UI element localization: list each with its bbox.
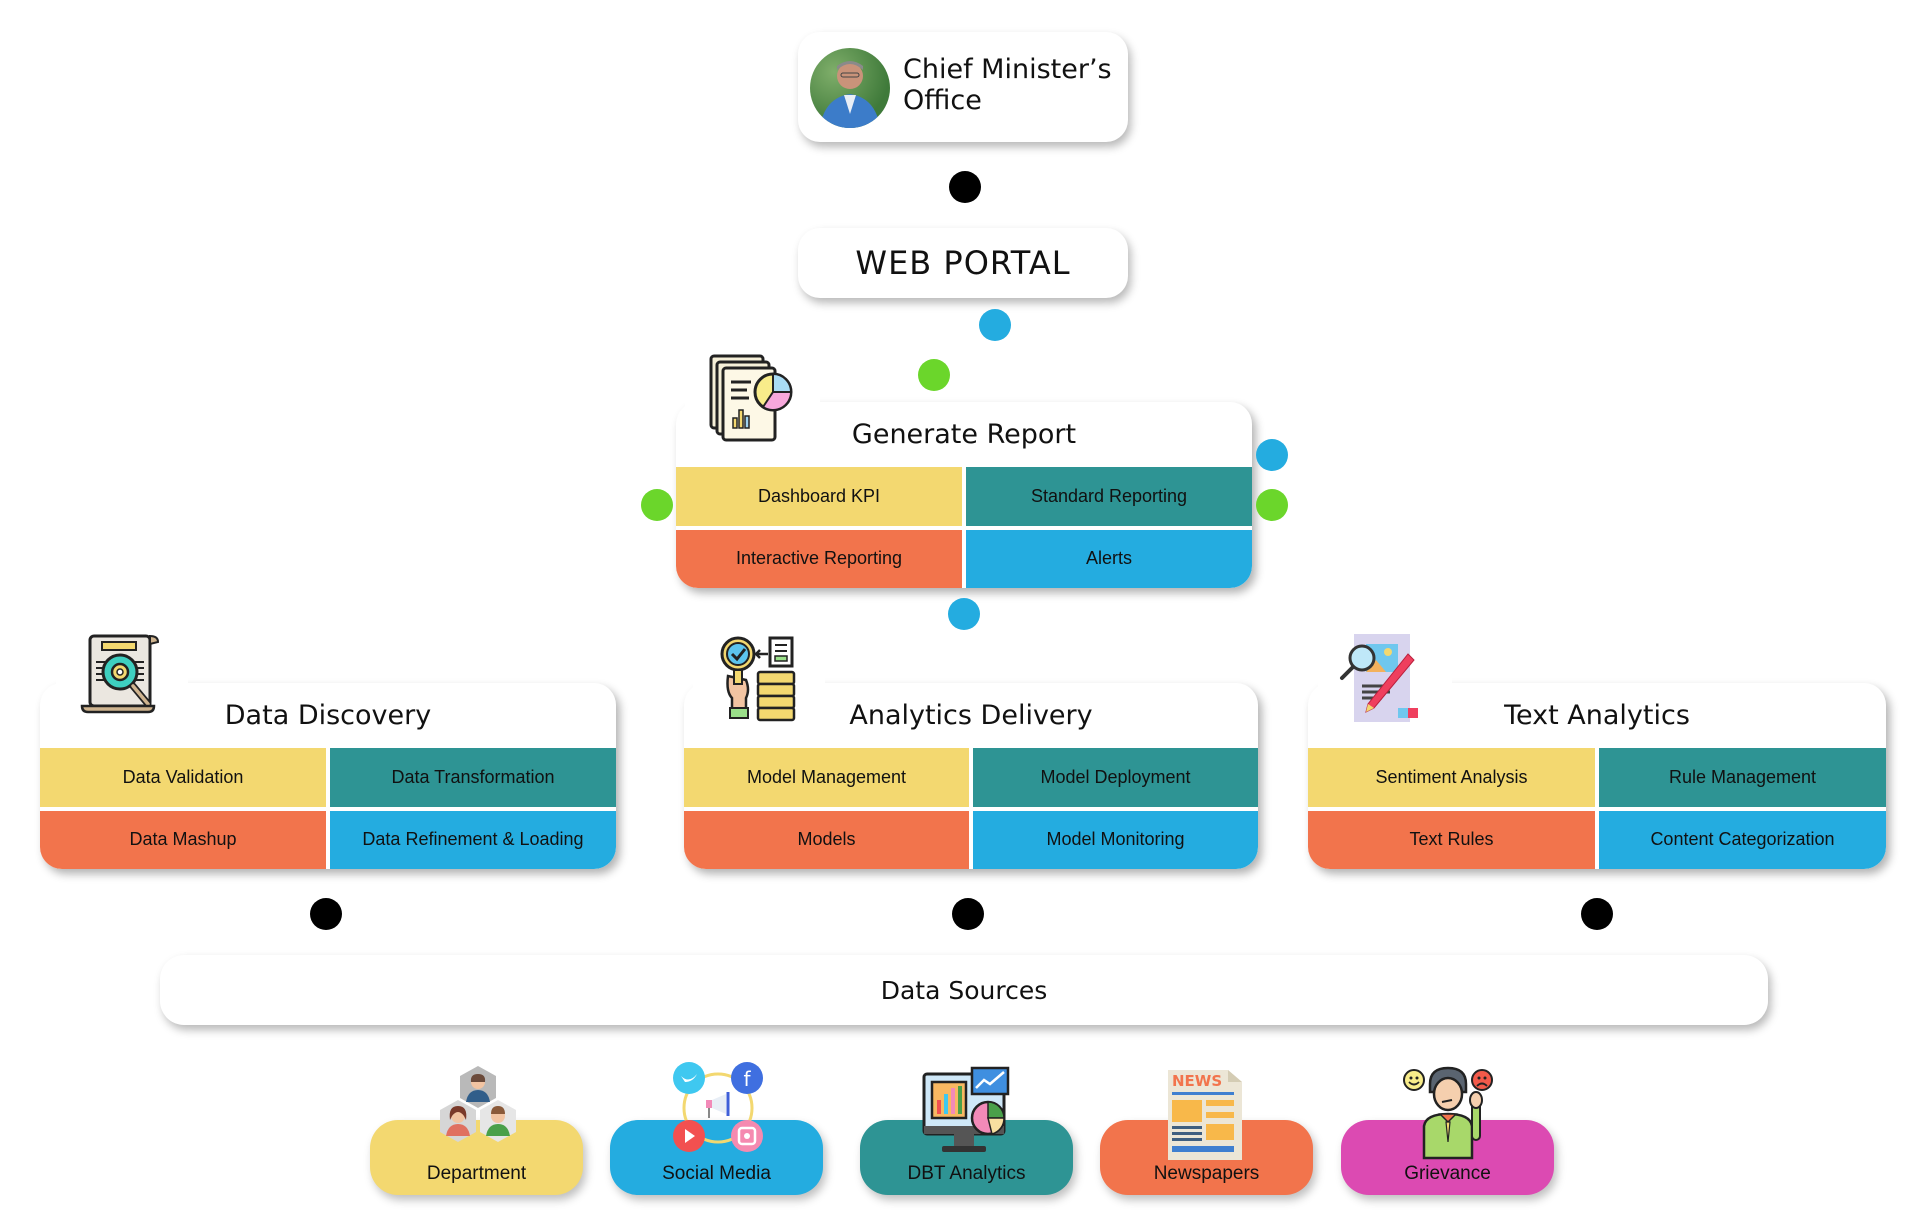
document-pencil-search-icon — [1338, 632, 1430, 724]
connector-dot — [310, 898, 342, 930]
alerts-cell[interactable]: Alerts — [966, 529, 1252, 588]
analytics-delivery-title: Analytics Delivery — [849, 700, 1093, 731]
magnifier-database-icon — [716, 632, 808, 724]
data-refinement-loading-cell[interactable]: Data Refinement & Loading — [330, 810, 616, 869]
social-media-source[interactable]: Social Media — [610, 1120, 823, 1195]
model-deployment-cell[interactable]: Model Deployment — [973, 748, 1258, 807]
cm-avatar — [810, 48, 890, 128]
data-sources-title: Data Sources — [880, 975, 1048, 1005]
connector-dot — [918, 359, 950, 391]
person-feedback-icon — [1400, 1064, 1496, 1160]
interactive-reporting-cell[interactable]: Interactive Reporting — [676, 529, 962, 588]
web-portal-card[interactable]: WEB PORTAL — [798, 228, 1128, 298]
newspapers-label: Newspapers — [1153, 1163, 1260, 1184]
department-source[interactable]: Department — [370, 1120, 583, 1195]
connector-dot — [948, 598, 980, 630]
grievance-label: Grievance — [1404, 1163, 1491, 1184]
generate-report-panel: Generate Report Dashboard KPI Standard R… — [676, 402, 1252, 588]
model-monitoring-cell[interactable]: Model Monitoring — [973, 810, 1258, 869]
data-transformation-cell[interactable]: Data Transformation — [330, 748, 616, 807]
connector-dot — [949, 171, 981, 203]
connector-dot — [641, 489, 673, 521]
svg-text:f: f — [743, 1067, 751, 1091]
document-gear-search-icon — [78, 632, 168, 720]
rule-management-cell[interactable]: Rule Management — [1599, 748, 1886, 807]
content-categorization-cell[interactable]: Content Categorization — [1599, 810, 1886, 869]
data-discovery-panel: Data Discovery Data Validation Data Tran… — [40, 683, 616, 869]
dashboard-kpi-cell[interactable]: Dashboard KPI — [676, 467, 962, 526]
models-cell[interactable]: Models — [684, 810, 969, 869]
report-document-icon — [705, 350, 797, 442]
text-analytics-title: Text Analytics — [1504, 700, 1690, 731]
text-rules-cell[interactable]: Text Rules — [1308, 810, 1595, 869]
connector-dot — [979, 309, 1011, 341]
svg-text:NEWS: NEWS — [1172, 1072, 1222, 1090]
department-label: Department — [426, 1163, 527, 1184]
data-validation-cell[interactable]: Data Validation — [40, 748, 326, 807]
connector-dot — [1256, 489, 1288, 521]
monitor-charts-icon — [920, 1066, 1016, 1162]
cm-office-title: Chief Minister’s Office — [903, 54, 1112, 116]
connector-dot — [1256, 439, 1288, 471]
generate-report-title: Generate Report — [851, 419, 1077, 450]
text-analytics-panel: Text Analytics Sentiment Analysis Rule M… — [1308, 683, 1886, 869]
connector-dot — [1581, 898, 1613, 930]
model-management-cell[interactable]: Model Management — [684, 748, 969, 807]
dbt-analytics-label: DBT Analytics — [907, 1163, 1026, 1184]
data-discovery-title: Data Discovery — [224, 700, 432, 731]
newspaper-icon: NEWS — [1164, 1066, 1248, 1162]
cm-office-card[interactable]: Chief Minister’s Office — [798, 32, 1128, 142]
data-sources-bar: Data Sources — [160, 955, 1768, 1025]
social-media-icon: f — [668, 1060, 768, 1156]
sentiment-analysis-cell[interactable]: Sentiment Analysis — [1308, 748, 1595, 807]
people-hexagon-icon — [430, 1064, 526, 1160]
web-portal-title: WEB PORTAL — [855, 244, 1071, 282]
social-media-label: Social Media — [662, 1163, 771, 1184]
data-mashup-cell[interactable]: Data Mashup — [40, 810, 326, 869]
connector-dot — [952, 898, 984, 930]
standard-reporting-cell[interactable]: Standard Reporting — [966, 467, 1252, 526]
